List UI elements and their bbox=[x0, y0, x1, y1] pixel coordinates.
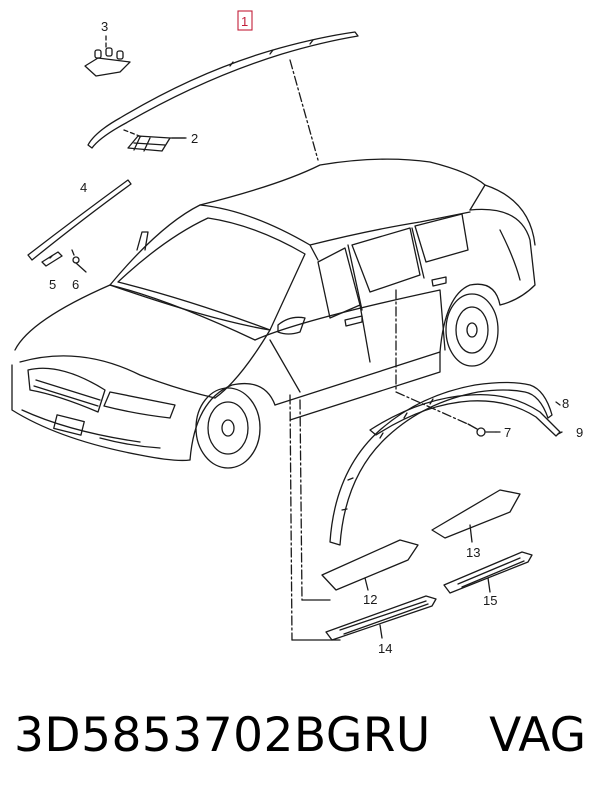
brand-label: VAG bbox=[489, 708, 586, 763]
callout-5: 5 bbox=[49, 277, 56, 292]
sill-plate-front bbox=[321, 539, 419, 591]
part-footer: 3D5853702BGRU VAG bbox=[14, 708, 586, 778]
roof-moulding-strip bbox=[87, 31, 359, 149]
callout-13: 13 bbox=[466, 545, 480, 560]
callout-8: 8 bbox=[562, 396, 569, 411]
callout-12: 12 bbox=[363, 592, 377, 607]
callout-7: 7 bbox=[504, 425, 511, 440]
callout-14: 14 bbox=[378, 641, 392, 656]
sill-plate-rear bbox=[431, 489, 521, 543]
callout-3: 3 bbox=[101, 19, 108, 34]
small-fasteners bbox=[41, 249, 87, 273]
callout-15: 15 bbox=[483, 593, 497, 608]
wheel-arch-trim bbox=[329, 381, 561, 546]
callout-6: 6 bbox=[72, 277, 79, 292]
roof-clip bbox=[84, 35, 131, 77]
tread-strip-front bbox=[325, 595, 437, 641]
tread-strip-rear bbox=[443, 551, 533, 594]
car-body bbox=[11, 158, 536, 469]
callout-2: 2 bbox=[191, 131, 198, 146]
callout-box-1 bbox=[237, 10, 253, 31]
callout-9: 9 bbox=[576, 425, 583, 440]
mounting-clip bbox=[123, 129, 186, 152]
pillar-strip bbox=[27, 179, 132, 261]
callout-1: 1 bbox=[241, 14, 248, 29]
callout-4: 4 bbox=[80, 180, 87, 195]
exploded-parts-diagram: 1 2 3 4 5 6 7 8 9 12 13 14 15 bbox=[11, 10, 583, 656]
part-number: 3D5853702BGRU bbox=[14, 708, 431, 763]
screw bbox=[467, 423, 497, 437]
